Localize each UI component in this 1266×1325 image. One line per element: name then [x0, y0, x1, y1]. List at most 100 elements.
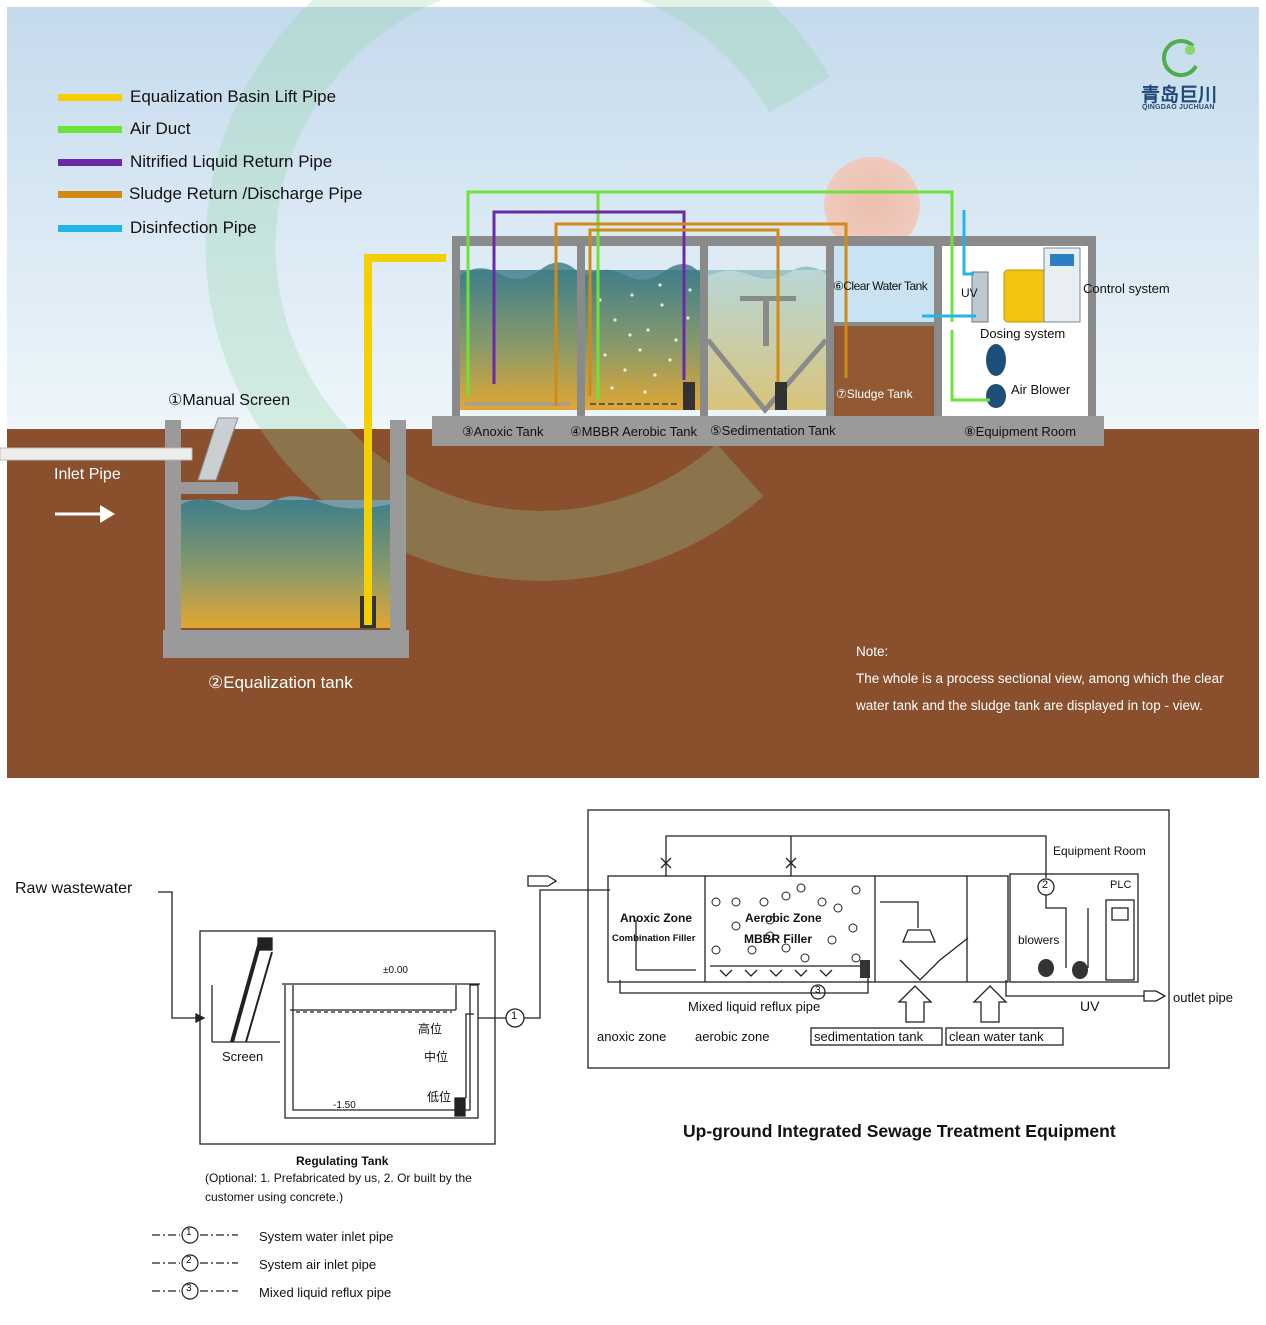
label-mbbr-filler: MBBR Filler	[744, 932, 813, 946]
label-blowers: blowers	[1018, 933, 1060, 947]
schematic-drawing	[152, 809, 1170, 1300]
label-outlet-pipe: outlet pipe	[1173, 990, 1233, 1005]
label-screen: Screen	[222, 1049, 264, 1064]
legend-label-lift-pipe: Equalization Basin Lift Pipe	[130, 87, 337, 106]
logo-icon	[1162, 39, 1198, 77]
aeration-bubbles	[596, 283, 692, 394]
label-sedimentation-tank: sedimentation tank	[814, 1029, 924, 1044]
pump-icon-2	[775, 382, 787, 410]
label-equipment-room: ⑧Equipment Room	[964, 424, 1077, 439]
arrow-up-icon-2	[972, 985, 1008, 1023]
label-uv: UV	[961, 286, 978, 300]
uv-lamp-icon	[971, 271, 989, 323]
screen-icon	[230, 941, 262, 1043]
pipe-marker-3-num: 3	[815, 985, 821, 996]
label-clean-water-tank: clean water tank	[949, 1029, 1044, 1044]
air-blower-icon-2	[986, 384, 1006, 408]
air-duct-main	[466, 190, 954, 396]
label-level-bottom: -1.50	[333, 1100, 356, 1111]
pipe-marker-2-num: 2	[1042, 879, 1049, 891]
label-anoxic-tank: ③Anoxic Tank	[462, 424, 544, 439]
label-equalization-tank: ②Equalization tank	[208, 673, 353, 692]
label-mbbr-tank: ④MBBR Aerobic Tank	[570, 424, 698, 439]
blower-icons	[860, 959, 1088, 979]
label-high-level: 高位	[418, 1022, 443, 1036]
pipe-marker-1-num: 1	[511, 1010, 518, 1022]
line-legend-label-3: Mixed liquid reflux pipe	[259, 1285, 392, 1300]
equipment-frame	[587, 809, 1170, 1069]
nitrified-return-pipe	[492, 210, 686, 384]
raw-inlet-line	[158, 891, 200, 1019]
air-duct-blower	[950, 330, 990, 402]
label-control-system: Control system	[1083, 281, 1170, 296]
air-blower-icon	[986, 344, 1006, 376]
line-legend-label-1: System water inlet pipe	[259, 1229, 394, 1244]
legend-swatch-disinfection	[58, 225, 122, 232]
label-plc: PLC	[1110, 879, 1132, 891]
sludge-return-pipe	[554, 222, 848, 406]
note-line-1: The whole is a process sectional view, a…	[856, 671, 1224, 686]
line-legend	[152, 1226, 238, 1300]
process-section-view: Equalization Basin Lift Pipe Air Duct Ni…	[0, 0, 1259, 778]
label-combination-filler: Combination Filler	[612, 933, 696, 944]
logo-cn-text: 青岛巨川	[1141, 84, 1218, 106]
label-low-level: 低位	[427, 1090, 452, 1104]
label-regulating-note-2: customer using concrete.)	[205, 1190, 344, 1204]
label-manual-screen: ①Manual Screen	[168, 392, 290, 409]
label-air-blower: Air Blower	[1011, 382, 1071, 397]
legend-label-sludge-return: Sludge Return /Discharge Pipe	[129, 184, 363, 203]
note-line-2: water tank and the sludge tank are displ…	[856, 698, 1203, 713]
label-regulating-note-1: (Optional: 1. Prefabricated by us, 2. Or…	[205, 1171, 472, 1185]
pump-icon	[454, 1097, 466, 1117]
dosing-tank-icon	[1003, 269, 1047, 323]
label-inlet-pipe: Inlet Pipe	[54, 466, 121, 483]
lift-pipe	[364, 254, 446, 625]
regulating-tank-frame	[199, 930, 496, 1145]
equalization-tank	[0, 417, 409, 658]
label-aerobic-zone: aerobic zone	[695, 1029, 770, 1044]
label-clear-water-tank: ⑥Clear Water Tank	[833, 279, 928, 293]
process-schematic: Raw wastewater Screen ±0.00 -1.50 高位 中位 …	[0, 780, 1266, 1325]
main-title: Up-ground Integrated Sewage Treatment Eq…	[683, 1121, 1116, 1141]
line-legend-num-3: 3	[186, 1283, 192, 1294]
label-dosing-system: Dosing system	[980, 326, 1066, 341]
legend-label-air-duct: Air Duct	[130, 119, 191, 138]
regulating-tank-walls	[284, 984, 479, 1119]
label-equipment-room: Equipment Room	[1053, 844, 1146, 858]
label-sedimentation-tank: ⑤Sedimentation Tank	[710, 423, 836, 438]
label-regulating-tank: Regulating Tank	[296, 1154, 389, 1168]
line-legend-label-2: System air inlet pipe	[259, 1257, 377, 1272]
sun	[824, 157, 920, 253]
label-mid-level: 中位	[424, 1050, 449, 1064]
label-anoxic-zone: anoxic zone	[597, 1029, 667, 1044]
label-raw-wastewater: Raw wastewater	[15, 880, 133, 897]
legend-swatch-nitrified-return	[58, 159, 122, 166]
legend-swatch-air-duct	[58, 126, 122, 133]
legend-label-disinfection: Disinfection Pipe	[130, 218, 257, 237]
label-sludge-tank: ⑦Sludge Tank	[836, 387, 913, 401]
integrated-equipment	[432, 236, 1104, 446]
mbbr-filler-icons	[711, 883, 861, 963]
manual-screen-icon	[197, 417, 239, 481]
section-view-drawing	[0, 0, 1259, 778]
label-anoxic-zone-title: Anoxic Zone	[620, 911, 693, 925]
label-aerobic-zone-title: Aerobic Zone	[745, 911, 822, 925]
logo-en-text: QINGDAO JUCHUAN	[1142, 104, 1215, 111]
label-uv: UV	[1080, 998, 1100, 1014]
equipment-room-box	[1009, 873, 1139, 983]
line-legend-num-2: 2	[186, 1255, 192, 1266]
note-title: Note:	[856, 644, 889, 659]
label-level-top: ±0.00	[383, 965, 408, 976]
pump-icon	[683, 382, 695, 410]
line-legend-num-1: 1	[186, 1227, 192, 1238]
arrow-right-icon	[55, 505, 115, 523]
label-mixed-reflux: Mixed liquid reflux pipe	[688, 999, 821, 1014]
legend-swatch-lift-pipe	[58, 94, 122, 101]
arrow-up-icon	[897, 985, 933, 1023]
tank-body	[607, 875, 1009, 983]
watermark-arc	[205, 0, 831, 581]
legend-label-nitrified-return: Nitrified Liquid Return Pipe	[130, 152, 333, 171]
legend-swatch-sludge-return	[58, 191, 122, 198]
pipe-marker-3	[810, 984, 826, 1000]
sludge-discharge-pipe	[588, 228, 780, 396]
